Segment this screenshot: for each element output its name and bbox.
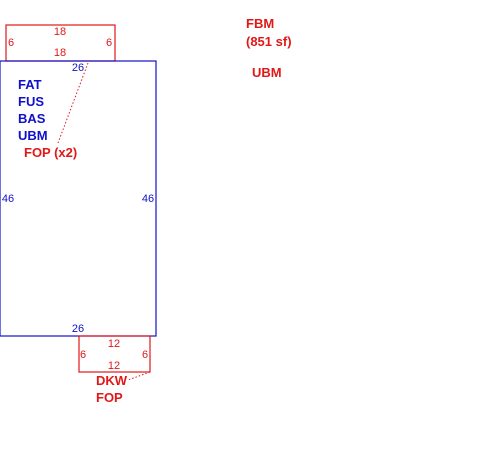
- top-addition-left-dim: 6: [8, 37, 14, 49]
- bottom-code-2: FOP: [96, 390, 123, 405]
- area-label-note: UBM: [252, 65, 282, 80]
- main-code-2: FUS: [18, 94, 44, 109]
- bottom-addition-outline: [78, 335, 151, 373]
- main-code-3: BAS: [18, 111, 46, 126]
- area-label-code: FBM: [246, 16, 274, 31]
- main-code-4: UBM: [18, 128, 48, 143]
- top-addition-right-dim: 6: [106, 37, 112, 49]
- bottom-addition-right-dim: 6: [142, 349, 148, 361]
- bottom-addition-bottom-dim: 12: [108, 360, 120, 372]
- bottom-addition-leader-line: [127, 371, 151, 381]
- main-code-1: FAT: [18, 77, 42, 92]
- main-bottom-dim: 26: [72, 323, 84, 335]
- main-structure-outline: [0, 60, 157, 337]
- area-label-sqft: (851 sf): [246, 34, 292, 49]
- top-addition: 18 18 6 6: [5, 24, 116, 62]
- main-top-dim: 26: [72, 62, 84, 74]
- bottom-addition-top-dim: 12: [108, 338, 120, 350]
- top-addition-bottom-dim: 18: [54, 47, 66, 59]
- bottom-addition: 12 12 6 6 DKW FOP: [78, 335, 151, 405]
- main-addition-code: FOP (x2): [24, 145, 77, 160]
- fop-leader-line: [57, 62, 89, 144]
- main-structure: 26 26 46 46 FAT FUS BAS UBM FOP (x2): [0, 60, 157, 337]
- bottom-code-1: DKW: [96, 373, 128, 388]
- main-right-dim: 46: [142, 193, 154, 205]
- bottom-addition-left-dim: 6: [80, 349, 86, 361]
- top-addition-top-dim: 18: [54, 26, 66, 38]
- area-label: FBM (851 sf) UBM: [246, 16, 292, 80]
- main-left-dim: 46: [2, 193, 14, 205]
